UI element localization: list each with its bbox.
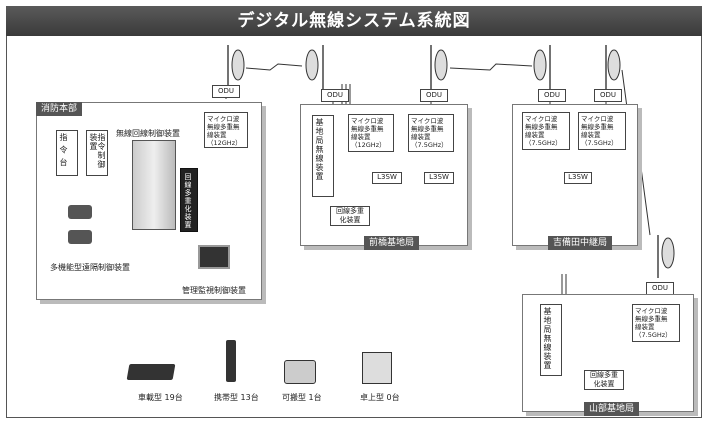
- phone-icon: [68, 205, 92, 219]
- chukei-microwave-2: マイクロ波 無線多重無 線装置 （7.5GHz）: [578, 112, 626, 150]
- handheld-radio-icon: [226, 340, 236, 382]
- terminal-label-3: 卓上型 0台: [360, 393, 400, 402]
- car-radio-icon: [126, 364, 176, 380]
- odu-chukei-a: ODU: [538, 89, 566, 102]
- odu-kichi1-b: ODU: [420, 89, 448, 102]
- monitor-icon: [198, 245, 230, 269]
- tagen-device: 回線多重化装置: [180, 168, 198, 232]
- kichi2-tab: 山部基地局: [584, 402, 640, 416]
- shirei-seigyo-device: 指令制御装置: [86, 130, 108, 176]
- kichi1-l3sw-b: L3SW: [424, 172, 454, 184]
- console-cabinet: [132, 140, 176, 230]
- kichi2-tagen: 回線多重 化装置: [584, 370, 624, 390]
- chukei-l3sw: L3SW: [564, 172, 592, 184]
- odu-kichi1-a: ODU: [321, 89, 349, 102]
- kichi2-base-device: 基地局無線装置: [540, 304, 562, 376]
- kichi2-microwave: マイクロ波 無線多重無 線装置 （7.5GHz）: [632, 304, 680, 342]
- odu-chukei-b: ODU: [594, 89, 622, 102]
- pc-label: 管理監視制御装置: [182, 286, 246, 295]
- diagram-title: デジタル無線システム系統図: [6, 6, 702, 36]
- shirei-dai: 指 令 台: [56, 130, 78, 176]
- kichi1-l3sw-a: L3SW: [372, 172, 402, 184]
- kichi1-base-device: 基地局無線装置: [312, 115, 334, 197]
- chukei-tab: 吉備田中継局: [548, 236, 613, 250]
- kichi1-microwave-1: マイクロ波 無線多重無 線装置 （12GHz）: [348, 114, 394, 152]
- terminal-label-1: 携帯型 13台: [214, 393, 259, 402]
- desktop-radio-icon: [362, 352, 392, 384]
- phone-label: 多機能型遠隔制御装置: [50, 263, 130, 272]
- phone-icon: [68, 230, 92, 244]
- terminal-label-0: 車載型 19台: [138, 393, 183, 402]
- hq-microwave-device: マイクロ波 無線多重無 線装置 （12GHz）: [204, 112, 248, 148]
- odu-kichi2: ODU: [646, 282, 674, 295]
- kichi1-tagen: 回線多重 化装置: [330, 206, 370, 226]
- kichi1-tab: 前橋基地局: [364, 236, 420, 250]
- chukei-microwave-1: マイクロ波 無線多重無 線装置 （7.5GHz）: [522, 112, 570, 150]
- portable-radio-icon: [284, 360, 316, 384]
- hq-tab: 消防本部: [36, 102, 83, 116]
- hq-console-label: 無線回線制御装置: [116, 129, 180, 138]
- odu-hq: ODU: [212, 85, 240, 98]
- kichi1-microwave-2: マイクロ波 無線多重無 線装置 （7.5GHz）: [408, 114, 454, 152]
- terminal-label-2: 可搬型 1台: [282, 393, 322, 402]
